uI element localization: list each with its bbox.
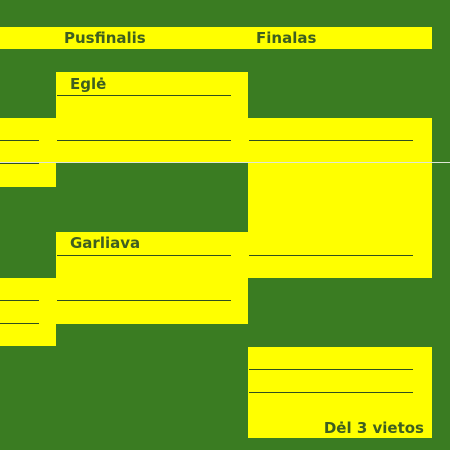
semifinal-2-line-1: [57, 255, 231, 256]
header-bar: [0, 27, 432, 49]
left-stub-2-line-2: [0, 323, 39, 324]
horizontal-divider: [0, 162, 450, 163]
third-place-line-2: [249, 392, 413, 393]
final-box: [248, 118, 432, 278]
semifinal-2-box: [56, 232, 248, 324]
semifinal-1-box: [56, 72, 248, 162]
final-line-1: [249, 140, 413, 141]
semifinal-1-line-2: [57, 140, 231, 141]
left-stub-1-line-2: [0, 163, 39, 164]
semifinal-2-team-name: Garliava: [70, 234, 141, 252]
semifinal-1-line-1: [57, 95, 231, 96]
header-finals-label: Finalas: [256, 29, 317, 47]
left-stub-2: [0, 278, 56, 346]
left-stub-2-line-1: [0, 300, 39, 301]
semifinal-2-line-2: [57, 300, 231, 301]
final-line-2: [249, 255, 413, 256]
left-stub-1: [0, 118, 56, 187]
header-semifinals-label: Pusfinalis: [64, 29, 146, 47]
third-place-line-1: [249, 369, 413, 370]
third-place-label: Dėl 3 vietos: [323, 419, 424, 437]
semifinal-1-team-name: Eglė: [70, 75, 107, 93]
left-stub-1-line-1: [0, 140, 39, 141]
